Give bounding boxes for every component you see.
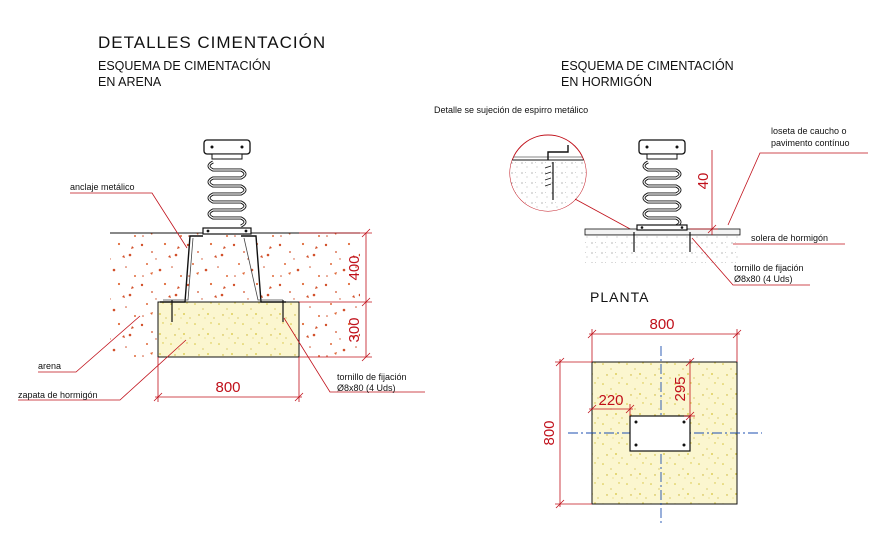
base-plate: [629, 415, 691, 452]
tile-label-line2: pavimento contínuo: [771, 138, 850, 148]
offset-y-dimension: [684, 357, 695, 421]
fixing-detail-circle: [509, 134, 587, 212]
dim-plan-height: 800: [541, 420, 558, 445]
horizontal-dimension-left: [153, 357, 304, 402]
tile-label-line1: loseta de caucho o: [771, 126, 847, 136]
left-title-line1: ESQUEMA DE CIMENTACIÓN: [98, 58, 271, 73]
bolt-label-left-line1: tornillo de fijación: [337, 372, 407, 382]
footing-label: zapata de hormigón: [18, 390, 98, 400]
right-title-line2: EN HORMIGÓN: [561, 74, 652, 89]
spring-rider: [202, 139, 252, 235]
vertical-dimension-left: [299, 228, 372, 362]
bolt-label-right-line1: tornillo de fijación: [734, 263, 804, 273]
detail-connector: [574, 198, 633, 231]
bolt-leader-left: [283, 317, 425, 393]
plan-width-dimension: [587, 329, 742, 362]
plan-view: PLANTA 800 800: [541, 289, 762, 524]
concrete-slab: [585, 235, 740, 263]
plan-title: PLANTA: [590, 289, 649, 305]
concrete-footing: [157, 301, 300, 358]
dim-depth-400: 400: [346, 255, 363, 280]
dim-offset-295: 295: [672, 376, 689, 401]
page-title: DETALLES CIMENTACIÓN: [98, 33, 326, 52]
dim-plan-width: 800: [649, 316, 674, 333]
bolt-leader-right: [691, 237, 810, 286]
right-title-line1: ESQUEMA DE CIMENTACIÓN: [561, 58, 734, 73]
left-title-line2: EN ARENA: [98, 75, 162, 89]
dim-depth-300: 300: [346, 317, 363, 342]
detail-caption: Detalle se sujeción de espirro metálico: [434, 105, 588, 115]
sand-label: arena: [38, 361, 61, 371]
dim-width-800-left: 800: [215, 379, 240, 396]
bolt-label-right-line2: Ø8x80 (4 Uds): [734, 274, 793, 284]
tile-leader: [727, 152, 868, 226]
slab-label: solera de hormigón: [751, 233, 828, 243]
plan-height-dimension: [555, 357, 592, 509]
dim-offset-220: 220: [598, 392, 623, 409]
sand-foundation-section: ESQUEMA DE CIMENTACIÓN EN ARENA anclaje …: [18, 58, 425, 402]
concrete-foundation-section: ESQUEMA DE CIMENTACIÓN EN HORMIGÓN Detal…: [434, 58, 868, 286]
anchor-leader: [70, 192, 188, 249]
dim-40: 40: [695, 173, 712, 190]
bolt-label-left-line2: Ø8x80 (4 Uds): [337, 383, 396, 393]
sand-leader: [38, 315, 141, 373]
footing-leader: [18, 339, 187, 401]
spring-rider-right: [636, 139, 688, 231]
tile-thickness-dimension: [690, 150, 718, 235]
anchor-label: anclaje metálico: [70, 182, 135, 192]
offset-x-dimension: [587, 404, 635, 416]
